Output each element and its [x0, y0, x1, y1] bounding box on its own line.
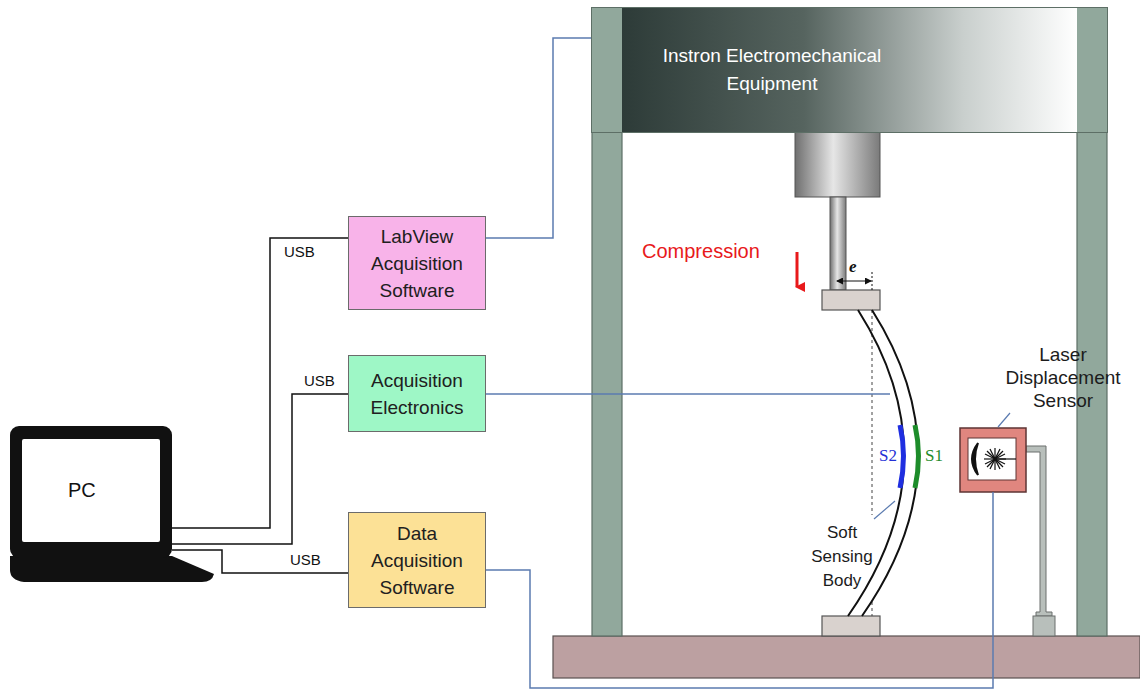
connector-label: USB: [302, 372, 337, 389]
leader-line: [998, 413, 1010, 427]
software-box: LabView Acquisition Software: [348, 216, 486, 310]
connector: [172, 238, 348, 528]
node-label: Instron Electromechanical Equipment: [622, 42, 922, 98]
sensor-s2: [900, 425, 904, 488]
sensor-mount-foot: [1033, 616, 1055, 636]
connector-label: USB: [282, 243, 317, 260]
signal-wire: [486, 393, 890, 395]
laser-sensor: Laser Displacement Sensor: [960, 428, 1026, 492]
axis-line: [872, 602, 873, 616]
connector: [486, 38, 592, 238]
connector-label: USB: [288, 551, 323, 568]
actuator-cylinder: [795, 132, 880, 197]
sensor-label: S2: [866, 446, 897, 466]
machine-column: [592, 132, 622, 636]
bottom-platen: [822, 616, 880, 636]
axis-line: [872, 310, 873, 515]
node-label: Laser Displacement Sensor: [998, 343, 1128, 412]
machine-crosshead-beam: Instron Electromechanical Equipment: [592, 8, 1107, 132]
sensor-s1: [915, 425, 919, 488]
electronics-box: Acquisition Electronics: [348, 355, 486, 432]
node-label: LabView Acquisition Software: [355, 223, 479, 304]
node-label: Acquisition Electronics: [355, 367, 479, 421]
load-label: Compression: [642, 239, 760, 263]
top-platen: [822, 290, 880, 310]
sensor-mount: [1026, 446, 1052, 616]
pc-screen: PC: [10, 426, 172, 558]
eccentricity-label: e: [849, 258, 857, 276]
node-label: PC: [22, 439, 160, 542]
soft-body-edge: [862, 310, 918, 616]
node-label: Data Acquisition Software: [355, 520, 479, 601]
eccentricity-tick: [872, 272, 873, 290]
laser-lens: [972, 443, 978, 475]
compression-arrow: [796, 252, 799, 287]
leader-line: [874, 501, 895, 519]
part-label: Soft Sensing Body: [803, 521, 881, 593]
eccentricity-arrow: [837, 281, 871, 282]
sensor-label: S1: [925, 446, 943, 466]
actuator-rod: [830, 197, 846, 290]
connector: [486, 492, 993, 688]
laser-sensor-housing: [960, 428, 1026, 492]
software-box: Data Acquisition Software: [348, 512, 486, 608]
connector: [172, 550, 348, 573]
laptop-base: [10, 556, 214, 582]
laser-beam-star: [984, 448, 1016, 470]
laser-window: [968, 438, 1016, 480]
connector: [172, 394, 348, 544]
machine-base: [553, 636, 1140, 678]
